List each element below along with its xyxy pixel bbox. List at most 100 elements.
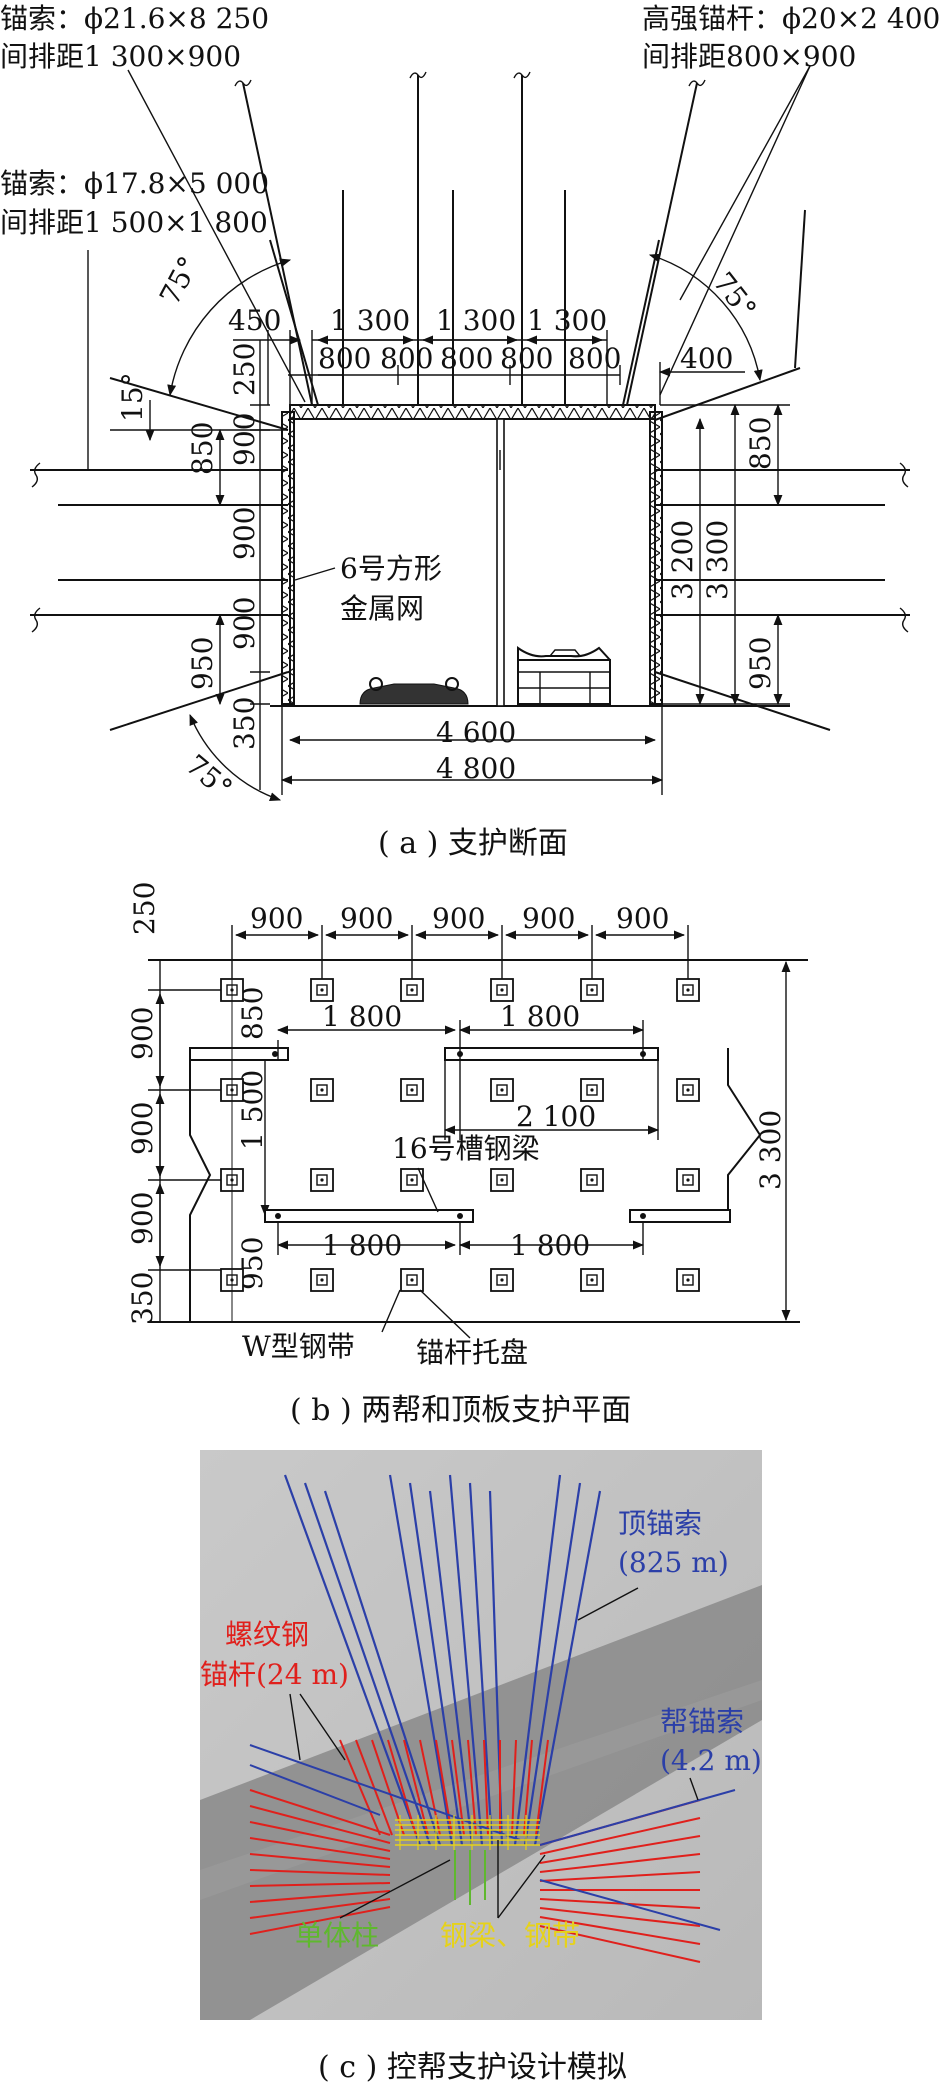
plate-leader xyxy=(419,1289,471,1339)
top-cable-line xyxy=(448,1474,484,1846)
bolt-point xyxy=(500,1178,504,1182)
dim-b-900-3: 900 xyxy=(432,902,485,935)
top-cable-line xyxy=(388,1474,454,1846)
top-cable-label-2: (825 m) xyxy=(618,1546,729,1579)
side-cable-leader xyxy=(689,1777,699,1801)
rebar-bolt-line xyxy=(523,1739,533,1836)
angle-arc-top-right xyxy=(648,253,763,382)
left-edge xyxy=(189,1048,212,1322)
roof-cable-1 xyxy=(242,82,313,406)
bolt-plate-inner xyxy=(682,1274,694,1286)
side-cable-line xyxy=(539,1789,736,1846)
rebar-bolt-line xyxy=(539,1817,701,1855)
steel-beams xyxy=(189,1047,731,1223)
side-cable-label-1: 帮锚索 xyxy=(660,1705,744,1738)
bolt-plate-inner xyxy=(316,1174,328,1186)
dim-b-3300: 3 300 xyxy=(754,1110,787,1190)
panel-b-plan: 900 900 900 900 900 250 900 900 900 350 … xyxy=(126,882,808,1428)
mesh-label-2: 金属网 xyxy=(340,592,424,625)
panel-c-simulation: 顶锚索 (825 m) 螺纹钢 锚杆(24 m) 帮锚索 (4.2 m) 单体柱… xyxy=(200,1450,762,2085)
caption-b: ( b ) 两帮和顶板支护平面 xyxy=(290,1393,631,1428)
beam-leader xyxy=(417,1167,439,1213)
bolt-point xyxy=(320,1178,324,1182)
bolt-plate-inner xyxy=(682,984,694,996)
dim-beam-1800-3: 1 800 xyxy=(322,1229,402,1262)
rebar-bolt-line xyxy=(387,1739,417,1836)
dim-top-800-3: 800 xyxy=(440,342,493,375)
dims-left xyxy=(215,340,270,790)
dim-left-900-2: 900 xyxy=(228,507,261,560)
dim-beam-1800-1: 1 800 xyxy=(322,1000,402,1033)
rebar-bolt-line xyxy=(539,1907,701,1927)
rock-band xyxy=(200,1585,762,2020)
break-mark-1 xyxy=(234,79,252,87)
bolt-point xyxy=(686,988,690,992)
dim-b-left-900-2: 900 xyxy=(126,1102,159,1155)
bolt-plate-inner xyxy=(406,984,418,996)
bolt-point xyxy=(500,1278,504,1282)
cable-side-label-1: 锚索：ϕ17.8×5 000 xyxy=(0,167,269,200)
dim-right-3200: 3 200 xyxy=(666,520,699,600)
dim-left-900-3: 900 xyxy=(228,597,261,650)
angle-arc-bottom-left xyxy=(189,713,282,801)
bolt-point xyxy=(410,1178,414,1182)
bolt-plate-inner xyxy=(406,1084,418,1096)
dim-left-250: 250 xyxy=(228,343,261,396)
mesh-leader xyxy=(294,567,336,581)
bolt-point xyxy=(410,988,414,992)
rebar-bolt-line xyxy=(249,1805,391,1844)
bolt-plate-inner xyxy=(586,984,598,996)
bolt-plate-inner xyxy=(586,1174,598,1186)
rebar-bolt-line xyxy=(539,1835,701,1864)
dim-right-950: 950 xyxy=(744,637,777,690)
rebar-bolt-line xyxy=(249,1890,391,1903)
dim-beam-1800-4: 1 800 xyxy=(510,1229,590,1262)
rebar-bolt-line xyxy=(511,1739,517,1836)
bolt-point xyxy=(320,1088,324,1092)
leader-bolt-top-2 xyxy=(679,65,811,301)
rebar-bolt-line xyxy=(249,1898,391,1919)
bolt-plate-inner xyxy=(586,1084,598,1096)
wstrap-label: W型钢带 xyxy=(242,1330,355,1363)
prop-label: 单体柱 xyxy=(295,1919,379,1952)
dim-450: 450 xyxy=(228,304,281,337)
dims-bottom xyxy=(280,704,664,795)
dim-top-800-5: 800 xyxy=(568,342,621,375)
bolt-plates-grid xyxy=(220,960,700,1322)
dim-b-900-2: 900 xyxy=(340,902,393,935)
dim-top-1300-2: 1 300 xyxy=(436,304,516,337)
rebar-bolt-line xyxy=(419,1739,441,1836)
bolt-plate-inner xyxy=(496,1274,508,1286)
dim-b-900-5: 900 xyxy=(616,902,669,935)
bolt-point xyxy=(590,988,594,992)
rock-band-2 xyxy=(200,1680,762,1900)
bolt-plate-inner xyxy=(496,1174,508,1186)
dim-beam-1800-2: 1 800 xyxy=(500,1000,580,1033)
rebar-bolt-line xyxy=(483,1739,489,1836)
dims-b-left xyxy=(148,960,270,1322)
bolt-plate-inner xyxy=(316,1274,328,1286)
dim-bottom-4800: 4 800 xyxy=(436,752,516,785)
dim-right-850: 850 xyxy=(744,417,777,470)
dim-b-left-350: 350 xyxy=(126,1272,159,1325)
cable-side-label-2: 间排距1 500×1 800 xyxy=(0,206,268,239)
rebar-bolt-line xyxy=(249,1882,391,1887)
bolt-top-label-1: 高强锚杆：ϕ20×2 400 xyxy=(642,2,940,35)
dim-beam-2100: 2 100 xyxy=(516,1100,596,1133)
rebar-bolt-line xyxy=(249,1853,391,1868)
dim-left-350: 350 xyxy=(228,697,261,750)
dims-top xyxy=(233,330,745,405)
bolt-point xyxy=(500,1088,504,1092)
top-cable-line xyxy=(303,1482,432,1846)
bolt-point xyxy=(320,1278,324,1282)
top-cable-line xyxy=(428,1490,474,1846)
angle-a4: 15° xyxy=(116,372,149,422)
beam-strap-label: 钢梁、钢带 xyxy=(440,1919,580,1952)
dim-b-900-1: 900 xyxy=(250,902,303,935)
angle-a3: 75° xyxy=(180,748,239,805)
rebar-bolt-line xyxy=(249,1789,391,1836)
dims-beam xyxy=(276,1020,660,1255)
bolt-plate-inner xyxy=(496,984,508,996)
top-cable-line xyxy=(408,1482,464,1846)
